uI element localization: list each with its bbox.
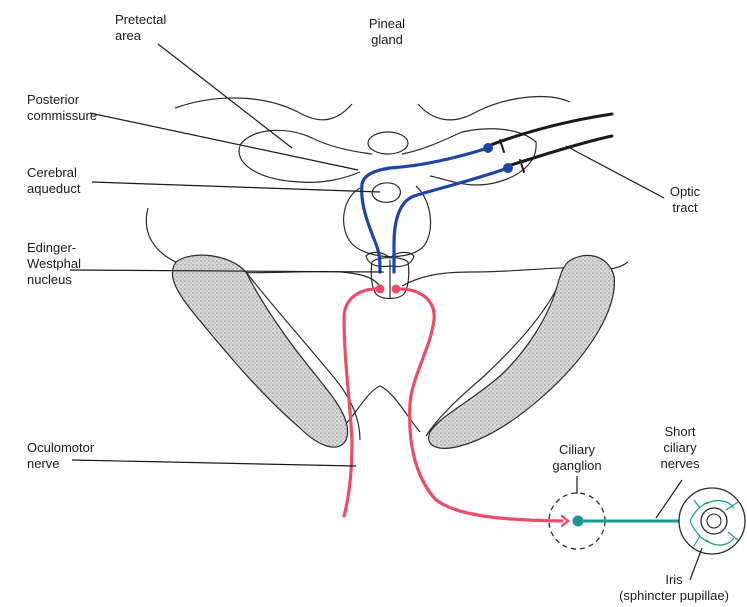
label-optic-tract: Optic tract [660,184,710,216]
label-posterior-commissure: Posterior commissure [27,92,97,124]
colliculus-left [239,146,360,182]
tectum-lower-outline [240,129,536,185]
right-cerebral-peduncle [429,255,615,448]
ciliary-ganglion-cell [573,516,584,527]
leader-short-ciliary-nerves [656,480,682,518]
leader-oculomotor-nerve [72,460,356,466]
pineal-gland-shape [368,132,408,154]
tectum-left-outline [175,98,352,120]
label-pineal-gland: Pineal gland [355,16,419,48]
label-cerebral-aqueduct: Cerebral aqueduct [27,165,81,197]
leader-cerebral-aqueduct [92,182,380,192]
oculomotor-nerve-fibers [344,285,568,527]
leader-pretectal-area [158,44,292,148]
label-short-ciliary-nerves: Short ciliary nerves [650,424,710,472]
iris-graphic [679,488,745,554]
edinger-westphal-nucleus-shape [371,258,409,299]
leader-optic-tract [566,146,664,198]
leader-posterior-commissure [90,113,358,170]
left-cerebral-peduncle [172,255,347,447]
label-edinger-westphal-nucleus: Edinger- Westphal nucleus [27,240,81,288]
cerebral-aqueduct-shape [372,183,400,203]
label-pretectal-area: Pretectal area [115,12,166,44]
label-iris: Iris (sphincter pupillae) [605,572,743,604]
label-oculomotor-nerve: Oculomotor nerve [27,440,94,472]
pretectal-pathway [362,143,513,272]
tectum-right-outline [418,97,570,120]
label-ciliary-ganglion: Ciliary ganglion [545,442,609,474]
